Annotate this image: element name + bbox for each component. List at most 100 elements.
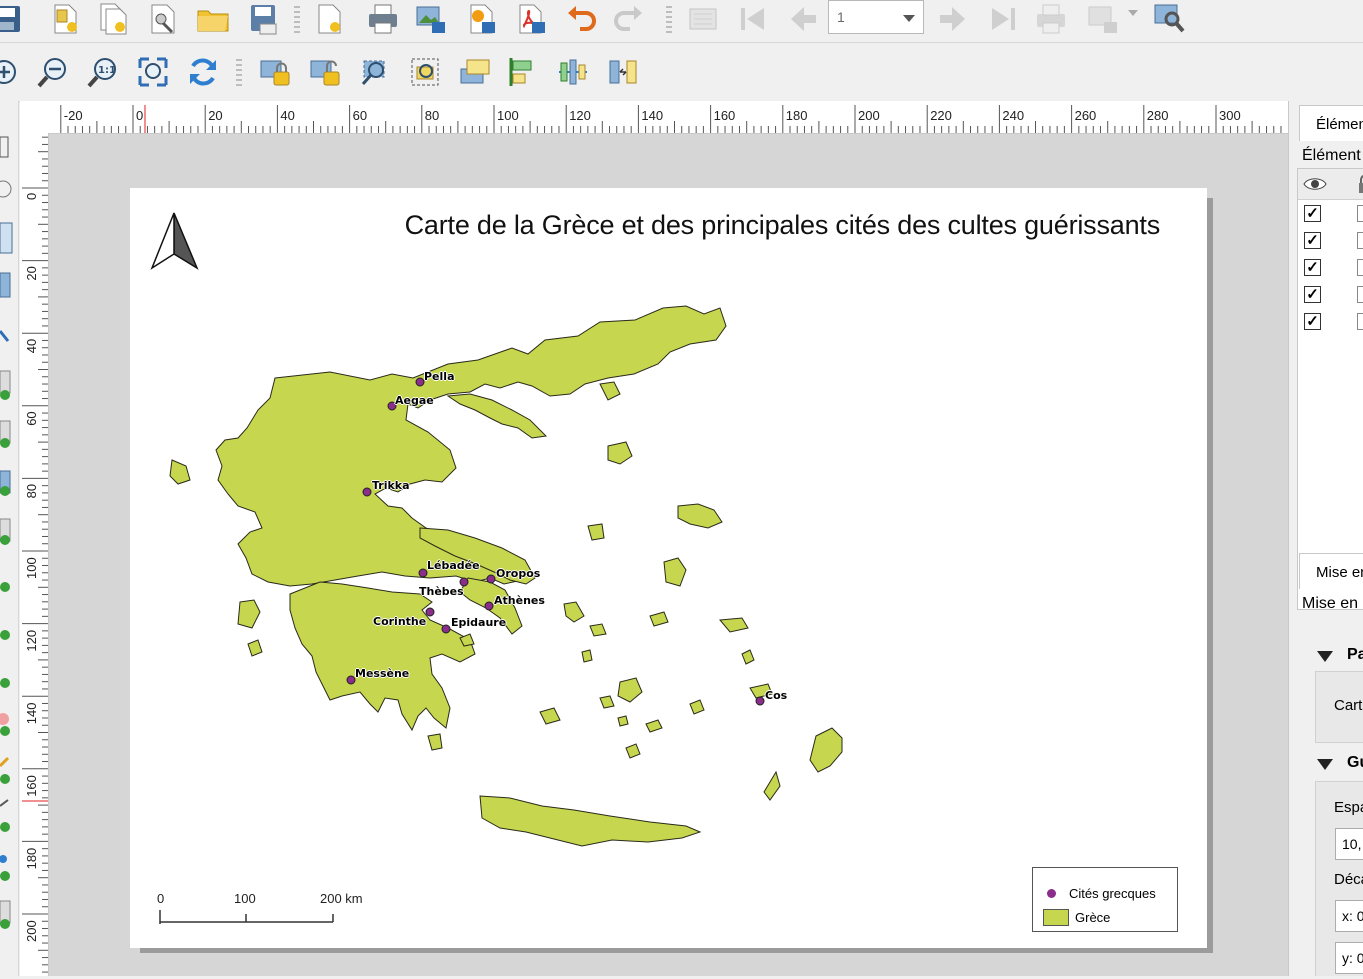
export-pdf-icon[interactable] (512, 0, 550, 38)
visibility-checkbox[interactable]: ✓ (1304, 286, 1321, 303)
zoom-in-icon[interactable] (0, 53, 26, 91)
city-symbol-icon (1047, 889, 1056, 898)
save-template-icon[interactable] (244, 0, 282, 38)
ruler-label: 100 (497, 108, 519, 123)
toolbar-separator (236, 59, 242, 89)
chevron-down-icon (903, 15, 915, 22)
spacing-input[interactable]: 10, (1335, 828, 1363, 860)
layout-manager-icon[interactable] (144, 0, 182, 38)
tab-items[interactable]: Élémen (1299, 105, 1363, 141)
ruler-label: 40 (280, 108, 294, 123)
lesbos (677, 503, 723, 529)
open-template-icon[interactable] (194, 0, 232, 38)
scale-bar[interactable] (158, 908, 338, 928)
atlas-page-select[interactable]: 1 (828, 0, 924, 34)
zoom-full-icon[interactable] (134, 53, 172, 91)
lock-checkbox[interactable] (1357, 313, 1363, 330)
city-label: Pella (424, 370, 455, 383)
map-greece[interactable] (130, 188, 1207, 948)
zoom-actual-icon[interactable]: 1:1 (84, 53, 122, 91)
polygon-symbol-icon (1043, 909, 1069, 926)
view-toolbar: 1:1 (0, 43, 1363, 102)
naxos (617, 677, 643, 703)
leros (741, 649, 755, 665)
lock-checkbox[interactable] (1357, 205, 1363, 222)
collapse-triangle-icon[interactable] (1317, 651, 1333, 662)
zakynthos (247, 639, 263, 657)
zoom-out-icon[interactable] (34, 53, 72, 91)
city-point (346, 675, 356, 685)
map-legend[interactable]: Cités grecques Grèce (1032, 867, 1178, 932)
ruler-label: 0 (136, 108, 143, 123)
ruler-label: 100 (24, 557, 39, 579)
limnos (607, 441, 633, 465)
section-main-properties[interactable]: Pa (1347, 646, 1363, 663)
visibility-checkbox[interactable]: ✓ (1304, 313, 1321, 330)
visibility-checkbox[interactable]: ✓ (1304, 259, 1321, 276)
raise-items-icon[interactable] (456, 53, 494, 91)
city-point (418, 568, 428, 578)
city-label: Aegae (395, 394, 434, 407)
atlas-settings-icon[interactable] (1150, 0, 1188, 38)
city-label: Thèbes (419, 585, 464, 598)
visibility-checkbox[interactable]: ✓ (1304, 232, 1321, 249)
section-guides[interactable]: Gu (1347, 754, 1363, 771)
offset-y-input[interactable]: y: 0 (1335, 942, 1363, 974)
scale-label-100: 100 (234, 891, 256, 906)
legend-entry-points: Cités grecques (1043, 886, 1156, 901)
ruler-label: 220 (930, 108, 952, 123)
offset-x-input[interactable]: x: 0 (1335, 900, 1363, 932)
samos (719, 617, 749, 633)
skyros (587, 523, 605, 541)
unlock-items-icon[interactable] (306, 53, 344, 91)
euboea (419, 527, 536, 585)
andros (563, 601, 585, 623)
refresh-icon[interactable] (184, 53, 222, 91)
export-svg-icon[interactable] (462, 0, 500, 38)
ungroup-icon[interactable] (406, 53, 444, 91)
redo-icon (610, 0, 648, 38)
export-image-icon[interactable] (412, 0, 450, 38)
ios (617, 715, 629, 727)
map-title[interactable]: Carte de la Grèce et des principales cit… (404, 210, 1161, 240)
collapse-triangle-icon[interactable] (1317, 759, 1333, 770)
kefalonia (237, 599, 261, 629)
lock-checkbox[interactable] (1357, 286, 1363, 303)
first-feature-icon (734, 0, 772, 38)
save-icon[interactable] (0, 0, 26, 38)
new-report-icon[interactable] (310, 0, 348, 38)
resize-icon[interactable] (604, 53, 642, 91)
chalkidiki (446, 393, 548, 439)
lock-checkbox[interactable] (1357, 259, 1363, 276)
atlas-export-icon (1084, 0, 1122, 38)
chevron-down-icon[interactable] (1128, 10, 1138, 16)
distribute-icon[interactable] (554, 53, 592, 91)
properties-heading: Mise en (1302, 595, 1359, 612)
kos (749, 683, 773, 699)
ruler-label: 240 (1002, 108, 1024, 123)
city-label: Corinthe (373, 615, 427, 628)
align-left-icon[interactable] (504, 53, 542, 91)
city-label: Epidaure (451, 616, 507, 629)
visibility-checkbox[interactable]: ✓ (1304, 205, 1321, 222)
duplicate-layout-icon[interactable] (94, 0, 132, 38)
corfu (169, 459, 191, 485)
city-point (425, 607, 435, 617)
items-heading: Élément (1302, 147, 1361, 164)
lock-items-icon[interactable] (256, 53, 294, 91)
select-group-icon[interactable] (356, 53, 394, 91)
toolbar-separator (294, 6, 300, 36)
undo-icon[interactable] (562, 0, 600, 38)
mainland-north (215, 305, 727, 587)
next-feature-icon (934, 0, 972, 38)
tab-properties[interactable]: Mise en (1299, 553, 1363, 589)
item-tools-icons[interactable] (0, 101, 18, 976)
print-icon[interactable] (364, 0, 402, 38)
new-layout-icon[interactable] (46, 0, 84, 38)
lock-checkbox[interactable] (1357, 232, 1363, 249)
north-arrow-icon[interactable] (150, 210, 200, 272)
ruler-label: 20 (24, 266, 39, 280)
